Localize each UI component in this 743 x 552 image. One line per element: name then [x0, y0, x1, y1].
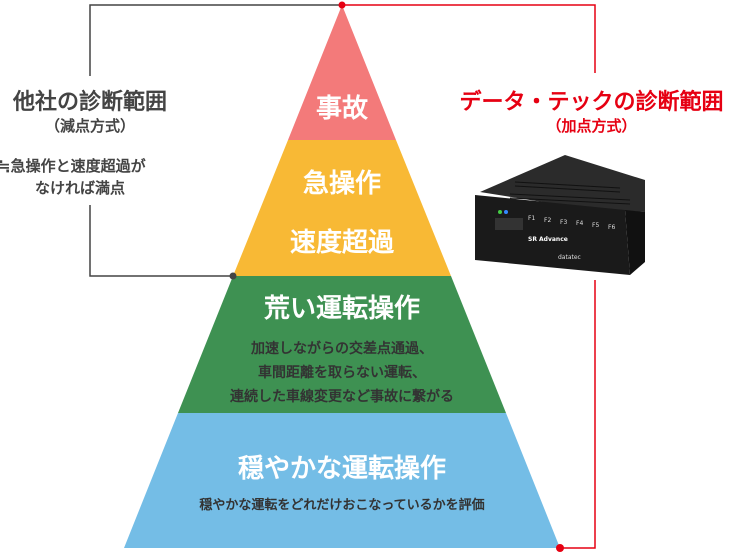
layer-rough-desc-3: 連続した車線変更など事故に繋がる [230, 389, 454, 405]
layer-gentle-driving [124, 413, 560, 548]
layer-rough-title: 荒い運転操作 [263, 294, 420, 324]
bracket-dot [229, 272, 237, 280]
device-key-f2: F2 [544, 217, 552, 224]
layer-sudden-title-1: 急操作 [302, 169, 381, 199]
device-brand: SR Advance [528, 236, 568, 243]
layer-sudden-title-2: 速度超過 [289, 228, 394, 258]
apex-dot [338, 1, 346, 9]
device-key-f5: F5 [592, 222, 600, 229]
device-key-f6: F6 [608, 224, 616, 231]
drive-recorder-device-image: F1 F2 F3 F4 F5 F6 SR Advance datatec [470, 150, 645, 275]
layer-accident-title: 事故 [315, 94, 368, 124]
device-key-f1: F1 [528, 215, 536, 222]
competitor-range-title: 他社の診断範囲 [12, 90, 167, 115]
datatec-range-title: データ・テックの診断範囲 [459, 90, 724, 115]
competitor-note-1: ≒急操作と速度超過が [0, 157, 146, 175]
layer-rough-desc-1: 加速しながらの交差点通過、 [251, 341, 433, 357]
layer-accident [288, 5, 396, 140]
device-maker: datatec [558, 254, 581, 261]
layer-rough-desc-2: 車間距離を取らない運転、 [258, 365, 426, 381]
datatec-range-bracket-lower [560, 280, 596, 549]
layer-sudden-operation [233, 140, 451, 276]
competitor-range-subtitle: （減点方式） [44, 117, 135, 135]
layer-gentle-title: 穏やかな運転操作 [237, 454, 446, 484]
layer-rough-driving [178, 276, 506, 413]
datatec-range-bracket [342, 4, 596, 73]
competitor-range-bracket-lower [89, 205, 233, 277]
device-key-f3: F3 [560, 219, 568, 226]
competitor-range-bracket [89, 4, 342, 76]
device-key-f4: F4 [576, 220, 584, 227]
bracket-dot-red [556, 544, 564, 552]
layer-gentle-desc: 穏やかな運転をどれだけおこなっているかを評価 [199, 498, 485, 513]
competitor-note-2: なければ満点 [34, 179, 125, 197]
datatec-range-subtitle: （加点方式） [546, 117, 637, 135]
